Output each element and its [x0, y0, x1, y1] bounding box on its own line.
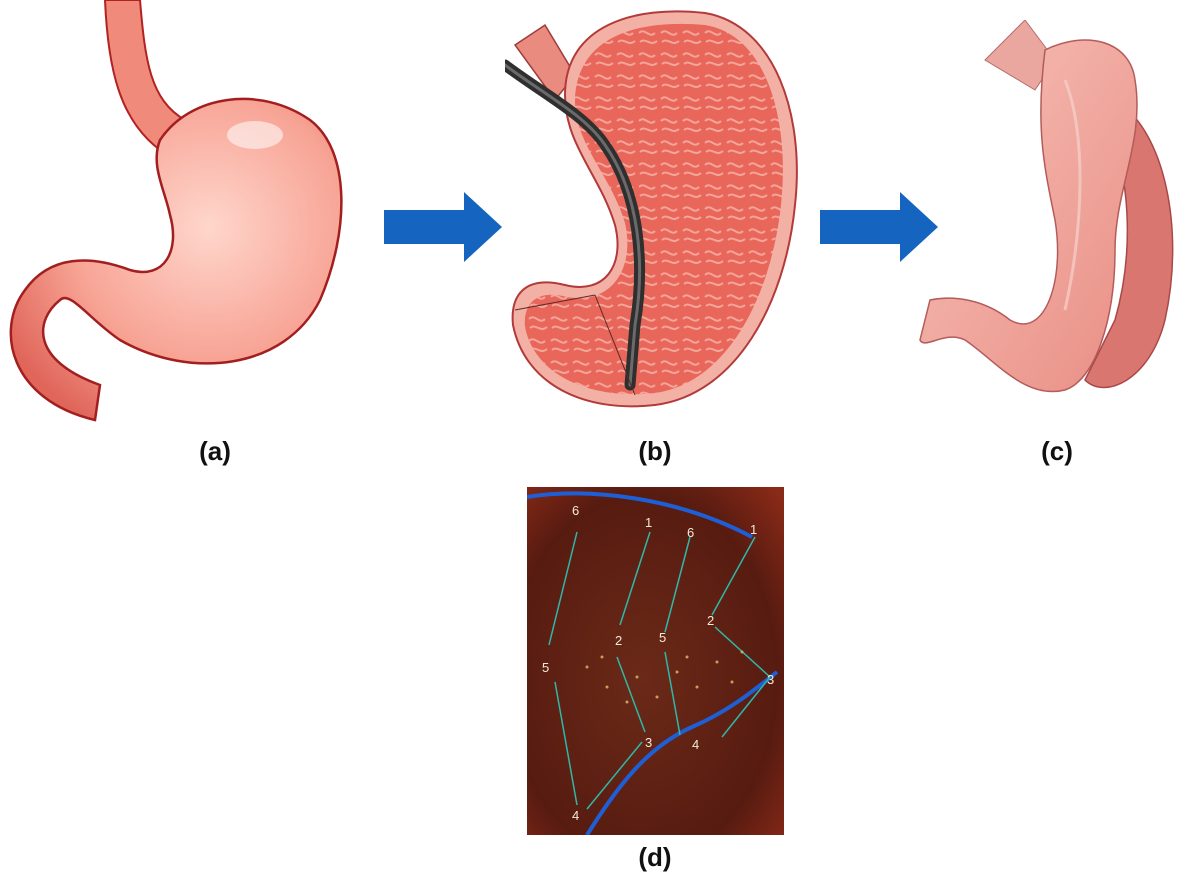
arrow-right-icon: [820, 192, 940, 262]
caption-c: (c): [1041, 436, 1073, 466]
marker-label: 1: [750, 522, 757, 537]
marker-label: 2: [707, 613, 714, 628]
stomach-endoscope-illustration: [505, 5, 805, 415]
marker-label: 4: [572, 808, 579, 823]
marker-label: 5: [542, 660, 549, 675]
marker-label: 4: [692, 737, 699, 752]
marker-label: 6: [687, 525, 694, 540]
endoscopy-photo: 6 1 6 1 2 2 5 5 3 3 4 4: [527, 487, 784, 835]
caption-a: (a): [199, 436, 231, 466]
stomach-normal-illustration: [0, 0, 350, 430]
marker-label: 3: [767, 672, 774, 687]
marker-label: 3: [645, 735, 652, 750]
stomach-reduced-illustration: [915, 20, 1200, 420]
arrow-right-icon: [384, 192, 504, 262]
caption-d: (d): [638, 842, 672, 872]
marker-label: 5: [659, 630, 666, 645]
marker-label: 2: [615, 633, 622, 648]
marker-label: 6: [572, 503, 579, 518]
caption-b: (b): [638, 436, 672, 466]
marker-label: 1: [645, 515, 652, 530]
